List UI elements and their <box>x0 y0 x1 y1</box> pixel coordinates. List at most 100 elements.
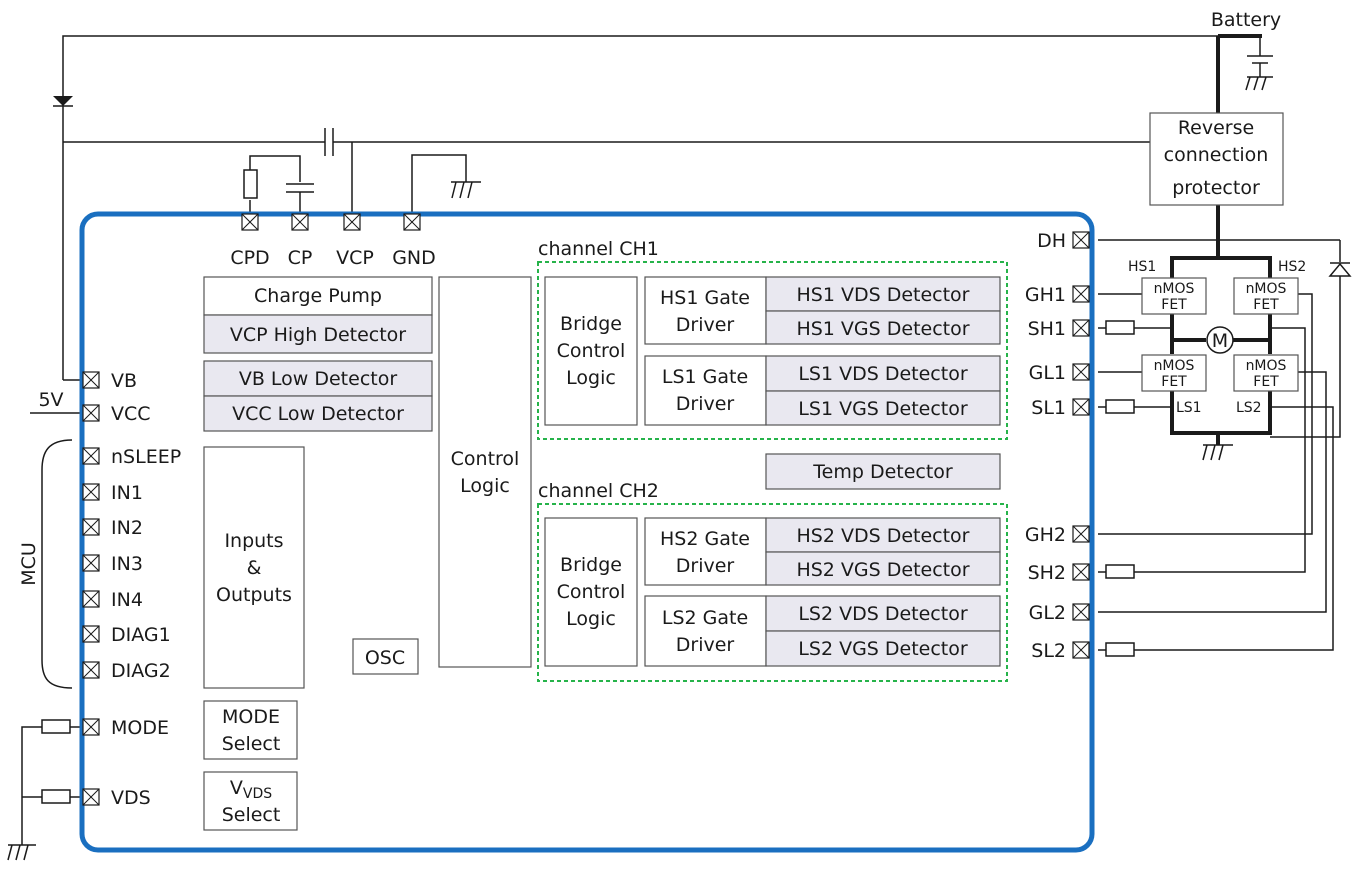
mode-select-label-2: Select <box>222 733 281 755</box>
battery-label: Battery <box>1211 9 1281 31</box>
pin-diag1-label: DIAG1 <box>111 624 171 646</box>
ch1-hs-gate-1: HS1 Gate <box>660 287 750 309</box>
ch2-hs-gate-2: Driver <box>676 555 735 577</box>
ch2-bridge-3: Logic <box>566 608 616 630</box>
pin-sl2-box <box>1072 641 1090 659</box>
temp-detector-label: Temp Detector <box>812 461 953 483</box>
vb-low-label: VB Low Detector <box>239 368 398 390</box>
reverse-protector-2: connection <box>1164 144 1269 166</box>
osc-label: OSC <box>365 647 405 669</box>
channel-ch1-border <box>537 261 1008 440</box>
io-label-1: Inputs <box>224 530 283 552</box>
fet-ls1-1: nMOS <box>1154 358 1195 374</box>
fet-hs2-2: FET <box>1253 297 1279 313</box>
pin-boxes <box>82 213 1090 806</box>
ch2-bridge-2: Control <box>557 581 626 603</box>
ch1-hs-vgs: HS1 VGS Detector <box>796 318 969 340</box>
pin-diag1-box <box>82 625 100 643</box>
blocks <box>203 112 1299 831</box>
ch1-bridge-2: Control <box>557 340 626 362</box>
charge-pump-label: Charge Pump <box>254 285 382 307</box>
pin-sh1-label: SH1 <box>1028 318 1066 340</box>
ch1-hs-gate-2: Driver <box>676 314 735 336</box>
ch1-ls-vgs: LS1 VGS Detector <box>798 398 968 420</box>
ch1-hs-vds: HS1 VDS Detector <box>797 284 970 306</box>
ls2-label: LS2 <box>1236 400 1262 416</box>
pin-gh1-label: GH1 <box>1025 284 1066 306</box>
hs2-label: HS2 <box>1278 259 1306 275</box>
channel-ch2-border <box>537 503 1008 682</box>
fet-ls2-1: nMOS <box>1246 358 1287 374</box>
pin-sl1-label: SL1 <box>1031 397 1066 419</box>
pin-cpd-box <box>241 213 259 231</box>
pin-diag2-label: DIAG2 <box>111 660 171 682</box>
pin-vcp-label: VCP <box>336 247 374 269</box>
pin-in2-label: IN2 <box>111 517 143 539</box>
ch2-ls-vgs: LS2 VGS Detector <box>798 638 968 660</box>
ch2-hs-vds: HS2 VDS Detector <box>797 525 970 547</box>
vds-select-label-2: Select <box>222 804 281 826</box>
pin-in1-box <box>82 483 100 501</box>
motor-label: M <box>1212 330 1228 352</box>
ch1-ls-gate-2: Driver <box>676 393 735 415</box>
pin-mode-label: MODE <box>111 717 169 739</box>
io-label-3: Outputs <box>216 584 292 606</box>
pin-in4-box <box>82 590 100 608</box>
fet-ls2-2: FET <box>1253 374 1279 390</box>
pin-vds-box <box>82 788 100 806</box>
pin-vds-label: VDS <box>111 787 151 809</box>
ch1-bridge-3: Logic <box>566 367 616 389</box>
pin-in2-box <box>82 518 100 536</box>
pin-sh2-box <box>1072 563 1090 581</box>
pin-vcp-box <box>343 213 361 231</box>
ch1-label: channel CH1 <box>538 238 659 260</box>
pin-vb-label: VB <box>111 370 137 392</box>
control-logic-label-2: Logic <box>460 475 510 497</box>
fet-ls1-2: FET <box>1161 374 1187 390</box>
pin-gh1-box <box>1072 285 1090 303</box>
reverse-protector-3: protector <box>1172 177 1260 199</box>
pin-in3-box <box>82 554 100 572</box>
mcu-label: MCU <box>18 542 40 586</box>
ch1-bridge-1: Bridge <box>560 313 622 335</box>
pin-nsleep-label: nSLEEP <box>111 446 181 468</box>
five-v-label: 5V <box>38 389 63 411</box>
ch2-bridge-1: Bridge <box>560 554 622 576</box>
pin-gl1-label: GL1 <box>1029 362 1066 384</box>
fet-hs2-1: nMOS <box>1246 281 1287 297</box>
pin-gnd-box <box>403 213 421 231</box>
pin-cp-box <box>291 213 309 231</box>
ch2-ls-vds: LS2 VDS Detector <box>798 603 967 625</box>
pin-cp-label: CP <box>288 247 313 269</box>
fet-hs1-2: FET <box>1161 297 1187 313</box>
ch2-ls-gate-2: Driver <box>676 634 735 656</box>
control-logic-label-1: Control <box>451 448 520 470</box>
mode-select-label-1: MODE <box>222 706 280 728</box>
pin-sl2-label: SL2 <box>1031 640 1066 662</box>
pin-cpd-label: CPD <box>230 247 269 269</box>
external-wiring <box>7 34 1352 861</box>
pin-vcc-box <box>82 404 100 422</box>
pin-mode-box <box>82 718 100 736</box>
pin-dh-box <box>1072 231 1090 249</box>
pin-nsleep-box <box>82 447 100 465</box>
pin-gl2-label: GL2 <box>1029 602 1066 624</box>
pin-in4-label: IN4 <box>111 589 143 611</box>
ic-outline <box>79 211 1095 853</box>
fet-hs1-1: nMOS <box>1154 281 1195 297</box>
pin-gh2-label: GH2 <box>1025 524 1066 546</box>
motor-icon <box>1206 326 1234 354</box>
vcp-high-label: VCP High Detector <box>230 324 406 346</box>
pin-sl1-box <box>1072 398 1090 416</box>
ch2-hs-vgs: HS2 VGS Detector <box>796 559 969 581</box>
hs1-label: HS1 <box>1128 259 1156 275</box>
pin-vcc-label: VCC <box>111 403 151 425</box>
reverse-protector-1: Reverse <box>1178 117 1254 139</box>
ch2-hs-gate-1: HS2 Gate <box>660 528 750 550</box>
pin-gl2-box <box>1072 603 1090 621</box>
pin-gnd-label: GND <box>392 247 436 269</box>
ch1-ls-vds: LS1 VDS Detector <box>798 363 967 385</box>
ch2-label: channel CH2 <box>538 480 659 502</box>
pin-in1-label: IN1 <box>111 482 143 504</box>
